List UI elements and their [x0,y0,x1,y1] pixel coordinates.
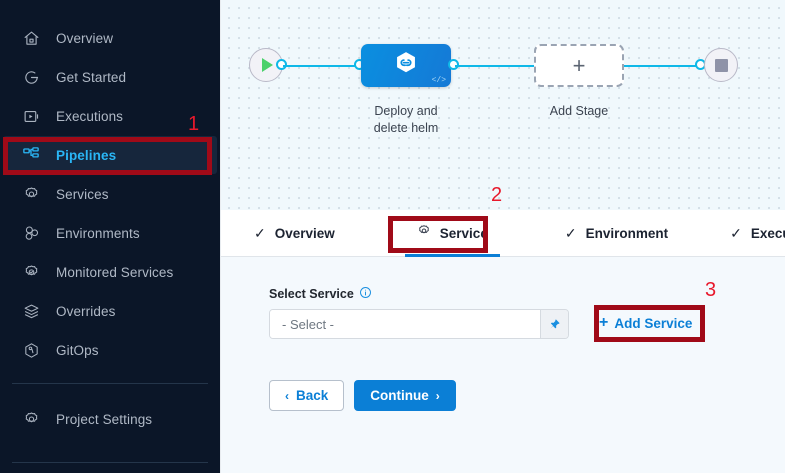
get-started-icon [20,66,42,88]
layers-icon [20,300,42,322]
service-tab-panel: Select Service - Select - + Add Service … [221,257,785,473]
sidebar-item-label: Project Settings [56,411,153,427]
add-service-label: Add Service [614,315,693,331]
info-icon[interactable] [359,286,372,302]
sidebar-item-monitored-services[interactable]: Monitored Services [3,253,217,291]
continue-label: Continue [370,388,429,403]
select-service-label-group: Select Service [269,286,372,302]
stage-caption-line-1: Deploy and [374,104,438,118]
sidebar-divider [12,383,208,384]
form-actions: ‹ Back Continue › [269,380,456,411]
pipeline-canvas[interactable]: </> + Deploy and delete helm Add Stage [221,0,785,210]
stage-caption-line-2: delete helm [373,121,439,135]
sidebar-settings-group: Project Settings [0,400,220,438]
add-stage-button[interactable]: + [534,44,624,87]
edge-stage-to-add [455,65,543,67]
sidebar-item-gitops[interactable]: GitOps [3,331,217,369]
chevron-right-icon: › [435,388,440,403]
sidebar-item-environments[interactable]: Environments [3,214,217,252]
check-icon: ✓ [730,225,742,241]
select-service-label: Select Service [269,287,354,301]
tab-label: Environment [585,225,669,241]
pipelines-icon [20,144,42,166]
back-label: Back [296,388,329,403]
sidebar-item-label: Executions [56,108,124,124]
sidebar-item-label: Overview [56,30,114,46]
monitored-services-icon [20,261,42,283]
chevron-left-icon: ‹ [285,388,289,403]
tab-overview[interactable]: ✓ Overview [238,210,351,257]
gear-icon [417,224,431,243]
sidebar-bottom-divider [12,462,208,463]
tab-environment[interactable]: ✓ Environment [549,210,684,257]
plus-icon: + [599,314,609,331]
sidebar-item-label: Monitored Services [56,264,174,280]
tab-service[interactable]: Service [401,210,504,257]
home-icon [20,27,42,49]
continue-button[interactable]: Continue › [354,380,456,411]
chained-pipeline-icon [393,50,419,81]
select-service-field[interactable]: - Select - [269,309,569,339]
stage-node-caption: Deploy and delete helm [346,103,466,137]
sidebar-item-overrides[interactable]: Overrides [3,292,217,330]
sidebar-item-label: Pipelines [56,147,117,163]
code-badge-icon: </> [431,76,446,85]
gitops-icon [20,339,42,361]
sidebar-item-label: Environments [56,225,140,241]
sidebar-item-get-started[interactable]: Get Started [3,58,217,96]
edge-start-to-stage [283,65,361,67]
add-stage-caption: Add Stage [549,104,609,118]
gear-icon [20,183,42,205]
sidebar-item-services[interactable]: Services [3,175,217,213]
plus-icon: + [572,52,586,78]
stop-icon [714,58,728,72]
pipeline-node-row: </> + Deploy and delete helm Add Stage [221,0,785,135]
add-service-button[interactable]: + Add Service [595,309,696,337]
tab-label: Service [439,225,488,241]
end-node[interactable] [704,48,738,82]
start-node-port[interactable] [276,59,287,70]
back-button[interactable]: ‹ Back [269,380,345,411]
sidebar-item-pipelines[interactable]: Pipelines [3,136,217,174]
tab-execution[interactable]: ✓ Execution [714,210,785,257]
select-service-input[interactable]: - Select - [270,310,540,338]
sidebar: Overview Get Started E [0,0,221,473]
sidebar-item-project-settings[interactable]: Project Settings [3,400,217,438]
stage-node-deploy-and-delete-helm[interactable]: </> [361,44,451,87]
stage-tabbar: ✓ Overview Service ✓ Environment ✓ Execu… [221,210,785,257]
sidebar-item-label: GitOps [56,342,99,358]
tab-label: Execution [750,225,785,241]
play-icon [262,58,273,72]
sidebar-item-executions[interactable]: Executions [3,97,217,135]
environments-icon [20,222,42,244]
sidebar-item-label: Services [56,186,109,202]
stage-output-port[interactable] [448,59,459,70]
sidebar-item-label: Get Started [56,69,127,85]
edge-add-to-end [624,65,702,67]
sidebar-item-overview[interactable]: Overview [3,19,217,57]
gear-icon [20,408,42,430]
sidebar-nav: Overview Get Started E [0,0,220,438]
pin-icon[interactable] [540,310,568,338]
executions-icon [20,105,42,127]
sidebar-item-label: Overrides [56,303,116,319]
check-icon: ✓ [564,225,577,241]
tab-label: Overview [274,225,335,241]
check-icon: ✓ [254,225,266,241]
